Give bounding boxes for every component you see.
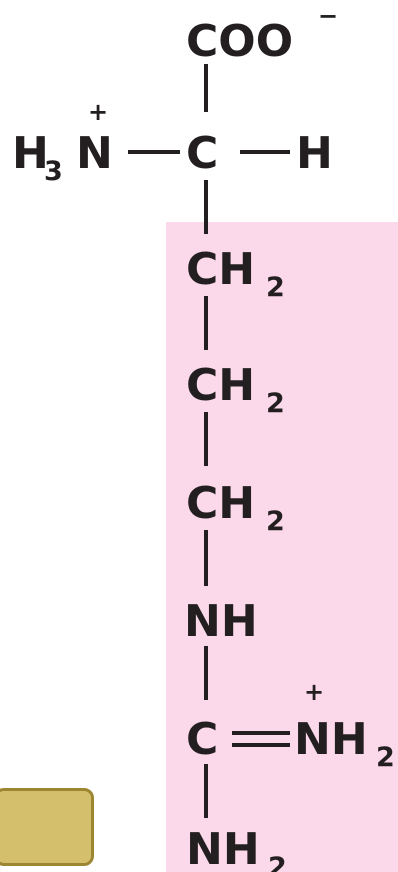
methylene-1: CH (186, 244, 255, 295)
alpha-hydrogen: H (296, 128, 333, 179)
methylene-1-subscript: 2 (266, 272, 285, 303)
label-tag-box (0, 788, 94, 866)
iminium-charge: + (304, 678, 324, 706)
methylene-3-subscript: 2 (266, 506, 285, 537)
side-chain-highlight (166, 222, 398, 872)
amino-charge: + (88, 98, 108, 126)
iminium-group: NH (294, 714, 368, 765)
methylene-3: CH (186, 478, 255, 529)
amino-hydrogen: H (12, 128, 49, 179)
carboxylate-group: COO (186, 16, 293, 67)
guanidino-carbon: C (186, 714, 218, 765)
imino-group: NH (184, 596, 258, 647)
alpha-carbon: C (186, 128, 218, 179)
terminal-amine: NH (186, 824, 260, 872)
methylene-2-subscript: 2 (266, 388, 285, 419)
terminal-amine-subscript: 2 (268, 852, 287, 872)
methylene-2: CH (186, 360, 255, 411)
iminium-subscript: 2 (376, 742, 395, 773)
carboxylate-charge: − (318, 2, 338, 30)
amino-hydrogen-subscript: 3 (44, 156, 63, 187)
amino-nitrogen: N (76, 128, 113, 179)
